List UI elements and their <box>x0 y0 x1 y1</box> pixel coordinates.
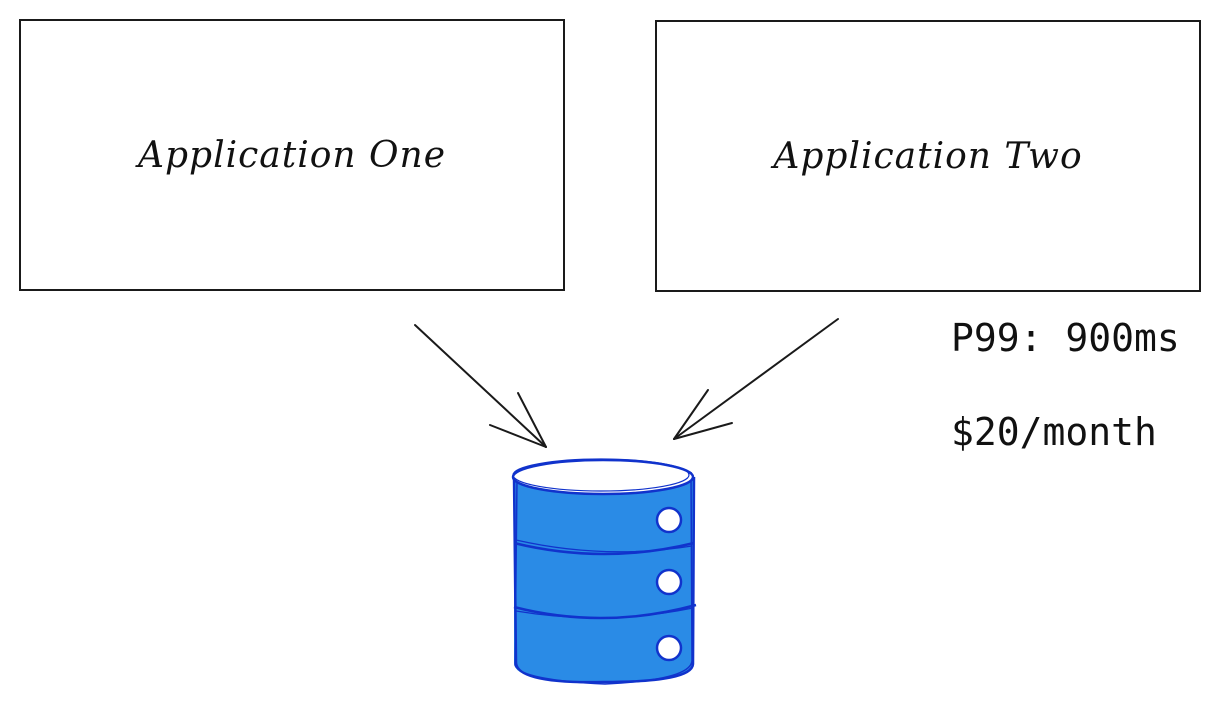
application-one-label: Application One <box>137 134 447 176</box>
application-one-box: Application One <box>19 19 565 291</box>
arrow-app-two-to-database <box>673 318 839 440</box>
p99-latency-metric: P99: 900ms <box>951 316 1180 360</box>
arrow-app-one-to-database <box>414 324 547 448</box>
application-two-label: Application Two <box>773 135 1083 177</box>
database-icon <box>511 458 697 685</box>
monthly-cost-metric: $20/month <box>951 410 1157 454</box>
application-two-box: Application Two <box>655 20 1201 292</box>
